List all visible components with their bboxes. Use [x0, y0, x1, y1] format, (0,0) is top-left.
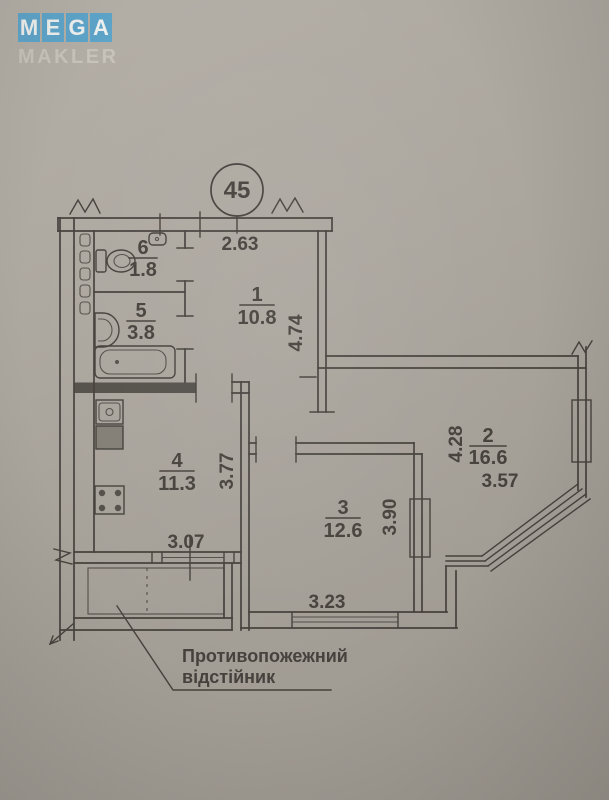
kitchen-sink-icon — [95, 399, 124, 450]
room-5-label: 5 3.8 — [126, 300, 156, 344]
room-2-label: 2 16.6 — [469, 425, 508, 469]
room-4-number: 4 — [171, 450, 183, 472]
dim-room3-height: 3.90 — [380, 499, 401, 536]
room-6-number: 6 — [137, 237, 148, 259]
dim-room2-width: 3.57 — [482, 471, 519, 492]
bath-sink-icon — [94, 312, 120, 348]
room-5-number: 5 — [135, 300, 146, 322]
radiator-icon-room3 — [409, 498, 431, 558]
radiator-icon-room2 — [571, 399, 592, 463]
dim-room1-width: 2.63 — [222, 234, 259, 255]
room-1-number: 1 — [251, 284, 262, 306]
dim-room4-width: 3.07 — [168, 532, 205, 553]
room-1-label: 1 10.8 — [238, 284, 277, 329]
dim-room4-height: 3.77 — [217, 453, 238, 490]
interior-walls — [73, 230, 587, 631]
annotation-line2: відстійник — [182, 667, 276, 687]
room-4-label: 4 11.3 — [158, 450, 196, 495]
apartment-number: 45 — [224, 177, 251, 204]
apartment-number-circle: 45 — [210, 163, 264, 234]
dim-room1-height: 4.74 — [286, 314, 307, 351]
room-2-area: 16.6 — [469, 447, 508, 469]
room-3-label: 3 12.6 — [324, 497, 363, 542]
stove-icon — [94, 485, 125, 515]
room-4-area: 11.3 — [158, 473, 196, 495]
room-2-number: 2 — [482, 425, 493, 447]
break-marks — [48, 196, 593, 646]
leader-line — [116, 605, 332, 691]
bay-window-room2 — [445, 483, 591, 572]
annotation-line1: Противопожежний — [182, 646, 348, 666]
logo-makler-text: MAKLER — [18, 46, 119, 68]
room-6-area: 1.8 — [129, 259, 157, 281]
dim-room3-width: 3.23 — [309, 592, 346, 613]
window-room3 — [291, 611, 399, 629]
corner-sink-icon — [148, 232, 167, 246]
room-1-area: 10.8 — [238, 307, 277, 329]
room-5-area: 3.8 — [127, 322, 155, 344]
room-3-area: 12.6 — [324, 520, 363, 542]
balcony — [59, 562, 233, 631]
bathtub-icon — [94, 345, 176, 379]
room-6-label: 6 1.8 — [128, 237, 158, 281]
room-3-number: 3 — [337, 497, 348, 519]
outer-walls — [57, 211, 333, 641]
dim-room2-height: 4.28 — [446, 426, 467, 463]
riser-shaft — [79, 233, 91, 315]
toilet-icon — [95, 249, 136, 273]
annotation-fire-sump: Противопожежний відстійник — [116, 605, 348, 691]
